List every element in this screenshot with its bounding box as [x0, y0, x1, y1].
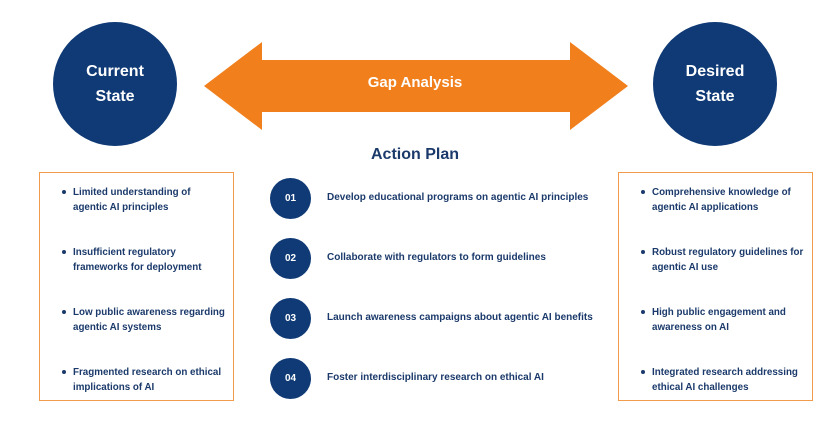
current-state-title-line1: Current	[86, 63, 144, 80]
action-step: 02 Collaborate with regulators to form g…	[270, 238, 600, 280]
desired-state-item: Robust regulatory guidelines for agentic…	[635, 245, 805, 275]
current-state-item-text: Fragmented research on ethical implicati…	[73, 367, 222, 393]
step-number-badge: 01	[270, 178, 311, 219]
current-state-title-line2: State	[95, 88, 135, 105]
desired-state-item: High public engagement and awareness on …	[635, 305, 805, 335]
bullet-icon	[62, 370, 66, 374]
action-plan-title: Action Plan	[370, 146, 459, 163]
step-text: Launch awareness campaigns about agentic…	[327, 312, 593, 323]
step-number-badge: 03	[270, 298, 311, 339]
current-state-item-text: Limited understanding of agentic AI prin…	[73, 187, 191, 213]
current-state-circle: Current State	[53, 22, 177, 146]
desired-state-title-line1: Desired	[685, 63, 745, 80]
desired-state-item-text: Comprehensive knowledge of agentic AI ap…	[652, 187, 791, 213]
desired-state-item: Comprehensive knowledge of agentic AI ap…	[635, 185, 805, 215]
gap-analysis-arrow-shape	[204, 42, 628, 130]
current-state-item-text: Insufficient regulatory frameworks for d…	[73, 247, 202, 273]
desired-state-item-text: High public engagement and awareness on …	[652, 307, 786, 333]
step-number-badge: 02	[270, 238, 311, 279]
bullet-icon	[641, 190, 645, 194]
bullet-icon	[62, 250, 66, 254]
step-text: Collaborate with regulators to form guid…	[327, 252, 546, 263]
bullet-icon	[641, 310, 645, 314]
step-text: Develop educational programs on agentic …	[327, 192, 589, 203]
bullet-icon	[62, 310, 66, 314]
current-state-item-text: Low public awareness regarding agentic A…	[73, 307, 225, 333]
gap-analysis-label: Gap Analysis	[367, 74, 463, 91]
desired-state-title-line2: State	[695, 88, 735, 105]
action-step: 01 Develop educational programs on agent…	[270, 178, 600, 220]
step-text: Foster interdisciplinary research on eth…	[327, 372, 544, 383]
step-number-badge: 04	[270, 358, 311, 399]
current-state-item: Low public awareness regarding agentic A…	[56, 305, 226, 335]
current-state-item: Insufficient regulatory frameworks for d…	[56, 245, 226, 275]
desired-state-box: Comprehensive knowledge of agentic AI ap…	[618, 172, 813, 401]
desired-state-item: Integrated research addressing ethical A…	[635, 365, 805, 395]
bullet-icon	[641, 370, 645, 374]
current-state-box: Limited understanding of agentic AI prin…	[39, 172, 234, 401]
action-step: 04 Foster interdisciplinary research on …	[270, 358, 600, 400]
current-state-item: Limited understanding of agentic AI prin…	[56, 185, 226, 215]
bullet-icon	[641, 250, 645, 254]
bullet-icon	[62, 190, 66, 194]
gap-analysis-arrow	[204, 42, 628, 130]
desired-state-item-text: Integrated research addressing ethical A…	[652, 367, 798, 393]
desired-state-circle: Desired State	[653, 22, 777, 146]
desired-state-item-text: Robust regulatory guidelines for agentic…	[652, 247, 804, 273]
action-step: 03 Launch awareness campaigns about agen…	[270, 298, 600, 340]
current-state-item: Fragmented research on ethical implicati…	[56, 365, 226, 395]
